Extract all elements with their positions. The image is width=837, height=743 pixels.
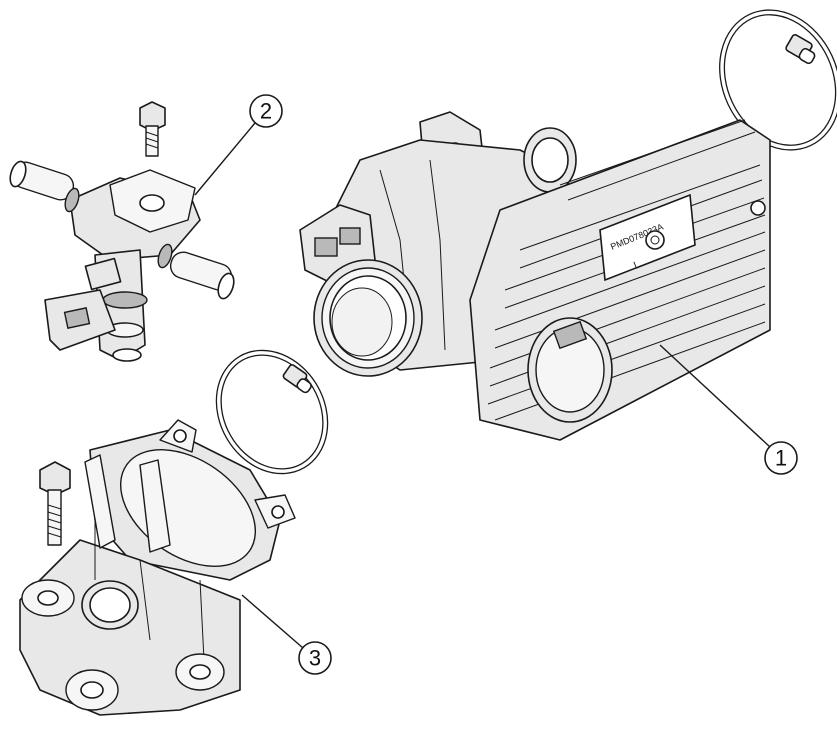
injector-bolt — [139, 101, 166, 157]
intake-manifold — [19, 419, 296, 716]
callout-1-label: 1 — [775, 446, 787, 471]
hose-clamp-lower — [215, 349, 329, 475]
callout-1: 1 — [659, 344, 798, 475]
fuel-injector-assembly — [9, 101, 235, 362]
throttle-body: PMD078033A I — [299, 111, 771, 441]
hose-clamp-upper — [719, 9, 837, 151]
cooling-fins — [487, 119, 766, 421]
callout-2: 2 — [194, 94, 283, 196]
manifold-bolt — [39, 461, 71, 546]
callout-3: 3 — [241, 594, 332, 675]
callout-2-label: 2 — [260, 99, 272, 124]
callout-3-label: 3 — [309, 646, 321, 671]
plate-mark: I — [632, 260, 638, 270]
